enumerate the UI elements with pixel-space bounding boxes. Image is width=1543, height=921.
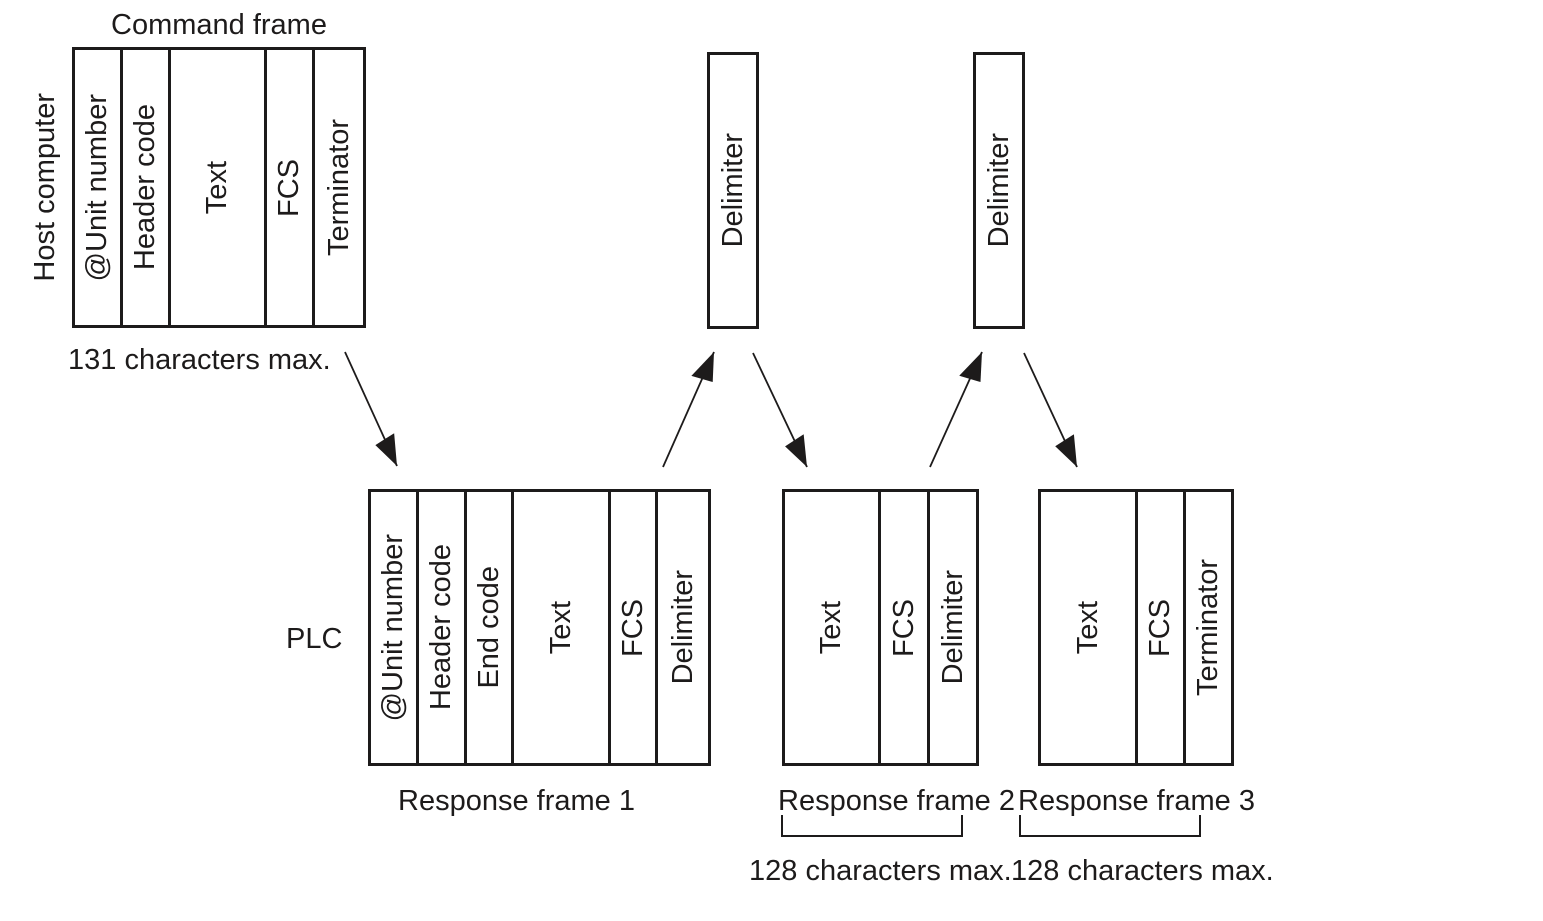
arrow-response2-to-delimiter2 xyxy=(929,351,983,468)
cell-label: Terminator xyxy=(1192,559,1224,696)
cell-label: Delimiter xyxy=(982,133,1015,248)
cell-label: FCS xyxy=(616,598,649,657)
cell-label: Text xyxy=(544,600,577,655)
response2-cell-text: Text xyxy=(785,492,881,763)
command-frame-caption: 131 characters max. xyxy=(68,344,331,376)
arrow-command-to-response1 xyxy=(344,351,398,467)
response-frame-3-bracket xyxy=(1019,815,1201,837)
response-frame-2-caption: 128 characters max. xyxy=(749,855,1012,887)
cell-label: FCS xyxy=(887,598,920,657)
delimiter-box-2: Delimiter xyxy=(973,52,1025,329)
host-computer-label-text: Host computer xyxy=(28,93,61,282)
response-frame-3-label: Response frame 3 xyxy=(1018,785,1255,817)
arrow-response1-to-delimiter1 xyxy=(662,351,715,468)
response-frame-1-box: @Unit number Header code End code Text F… xyxy=(368,489,711,766)
response3-cell-terminator: Terminator xyxy=(1186,492,1231,763)
response-frame-2-box: Text FCS Delimiter xyxy=(782,489,979,766)
response3-cell-text: Text xyxy=(1041,492,1138,763)
cell-label: Text xyxy=(815,600,847,655)
plc-label: PLC xyxy=(286,623,343,655)
response1-cell-text: Text xyxy=(514,492,611,763)
response-frame-3-caption: 128 characters max. xyxy=(1011,855,1274,887)
cell-label: End code xyxy=(472,566,505,689)
cell-label: Delimiter xyxy=(936,570,969,685)
response-frame-3-box: Text FCS Terminator xyxy=(1038,489,1234,766)
command-frame-cell-text: Text xyxy=(171,50,267,325)
command-frame-cell-fcs: FCS xyxy=(267,50,315,325)
cell-label: @Unit number xyxy=(377,533,409,722)
cell-label: Delimiter xyxy=(666,570,699,685)
cell-label: FCS xyxy=(1144,598,1176,657)
delimiter-box-1: Delimiter xyxy=(707,52,759,329)
response-frame-2-bracket xyxy=(781,815,963,837)
delimiter-cell: Delimiter xyxy=(710,55,756,326)
response2-cell-delimiter: Delimiter xyxy=(930,492,976,763)
response-frame-2-label: Response frame 2 xyxy=(778,785,1015,817)
command-frame-cell-terminator: Terminator xyxy=(315,50,363,325)
delimiter-cell: Delimiter xyxy=(976,55,1022,326)
cell-label: @Unit number xyxy=(81,93,113,282)
arrow-delimiter2-to-response3 xyxy=(1023,352,1078,468)
command-frame-box: @Unit number Header code Text FCS Termin… xyxy=(72,47,366,328)
arrow-delimiter1-to-response2 xyxy=(752,352,808,468)
command-frame-cell-header-code: Header code xyxy=(123,50,171,325)
command-frame-cell-unit-number: @Unit number xyxy=(75,50,123,325)
response3-cell-fcs: FCS xyxy=(1138,492,1186,763)
cell-label: Terminator xyxy=(322,119,355,256)
response-frame-1-label: Response frame 1 xyxy=(398,785,635,817)
cell-label: FCS xyxy=(273,158,305,217)
response1-cell-fcs: FCS xyxy=(611,492,658,763)
response1-cell-end-code: End code xyxy=(467,492,514,763)
cell-label: Header code xyxy=(425,544,457,711)
cell-label: Header code xyxy=(129,104,161,271)
command-frame-title: Command frame xyxy=(111,9,327,41)
host-computer-label: Host computer xyxy=(26,47,64,328)
cell-label: Text xyxy=(201,160,233,215)
response1-cell-header-code: Header code xyxy=(419,492,467,763)
response1-cell-delimiter: Delimiter xyxy=(658,492,708,763)
cell-label: Delimiter xyxy=(716,133,749,248)
response2-cell-fcs: FCS xyxy=(881,492,930,763)
response1-cell-unit-number: @Unit number xyxy=(371,492,419,763)
cell-label: Text xyxy=(1071,600,1104,655)
